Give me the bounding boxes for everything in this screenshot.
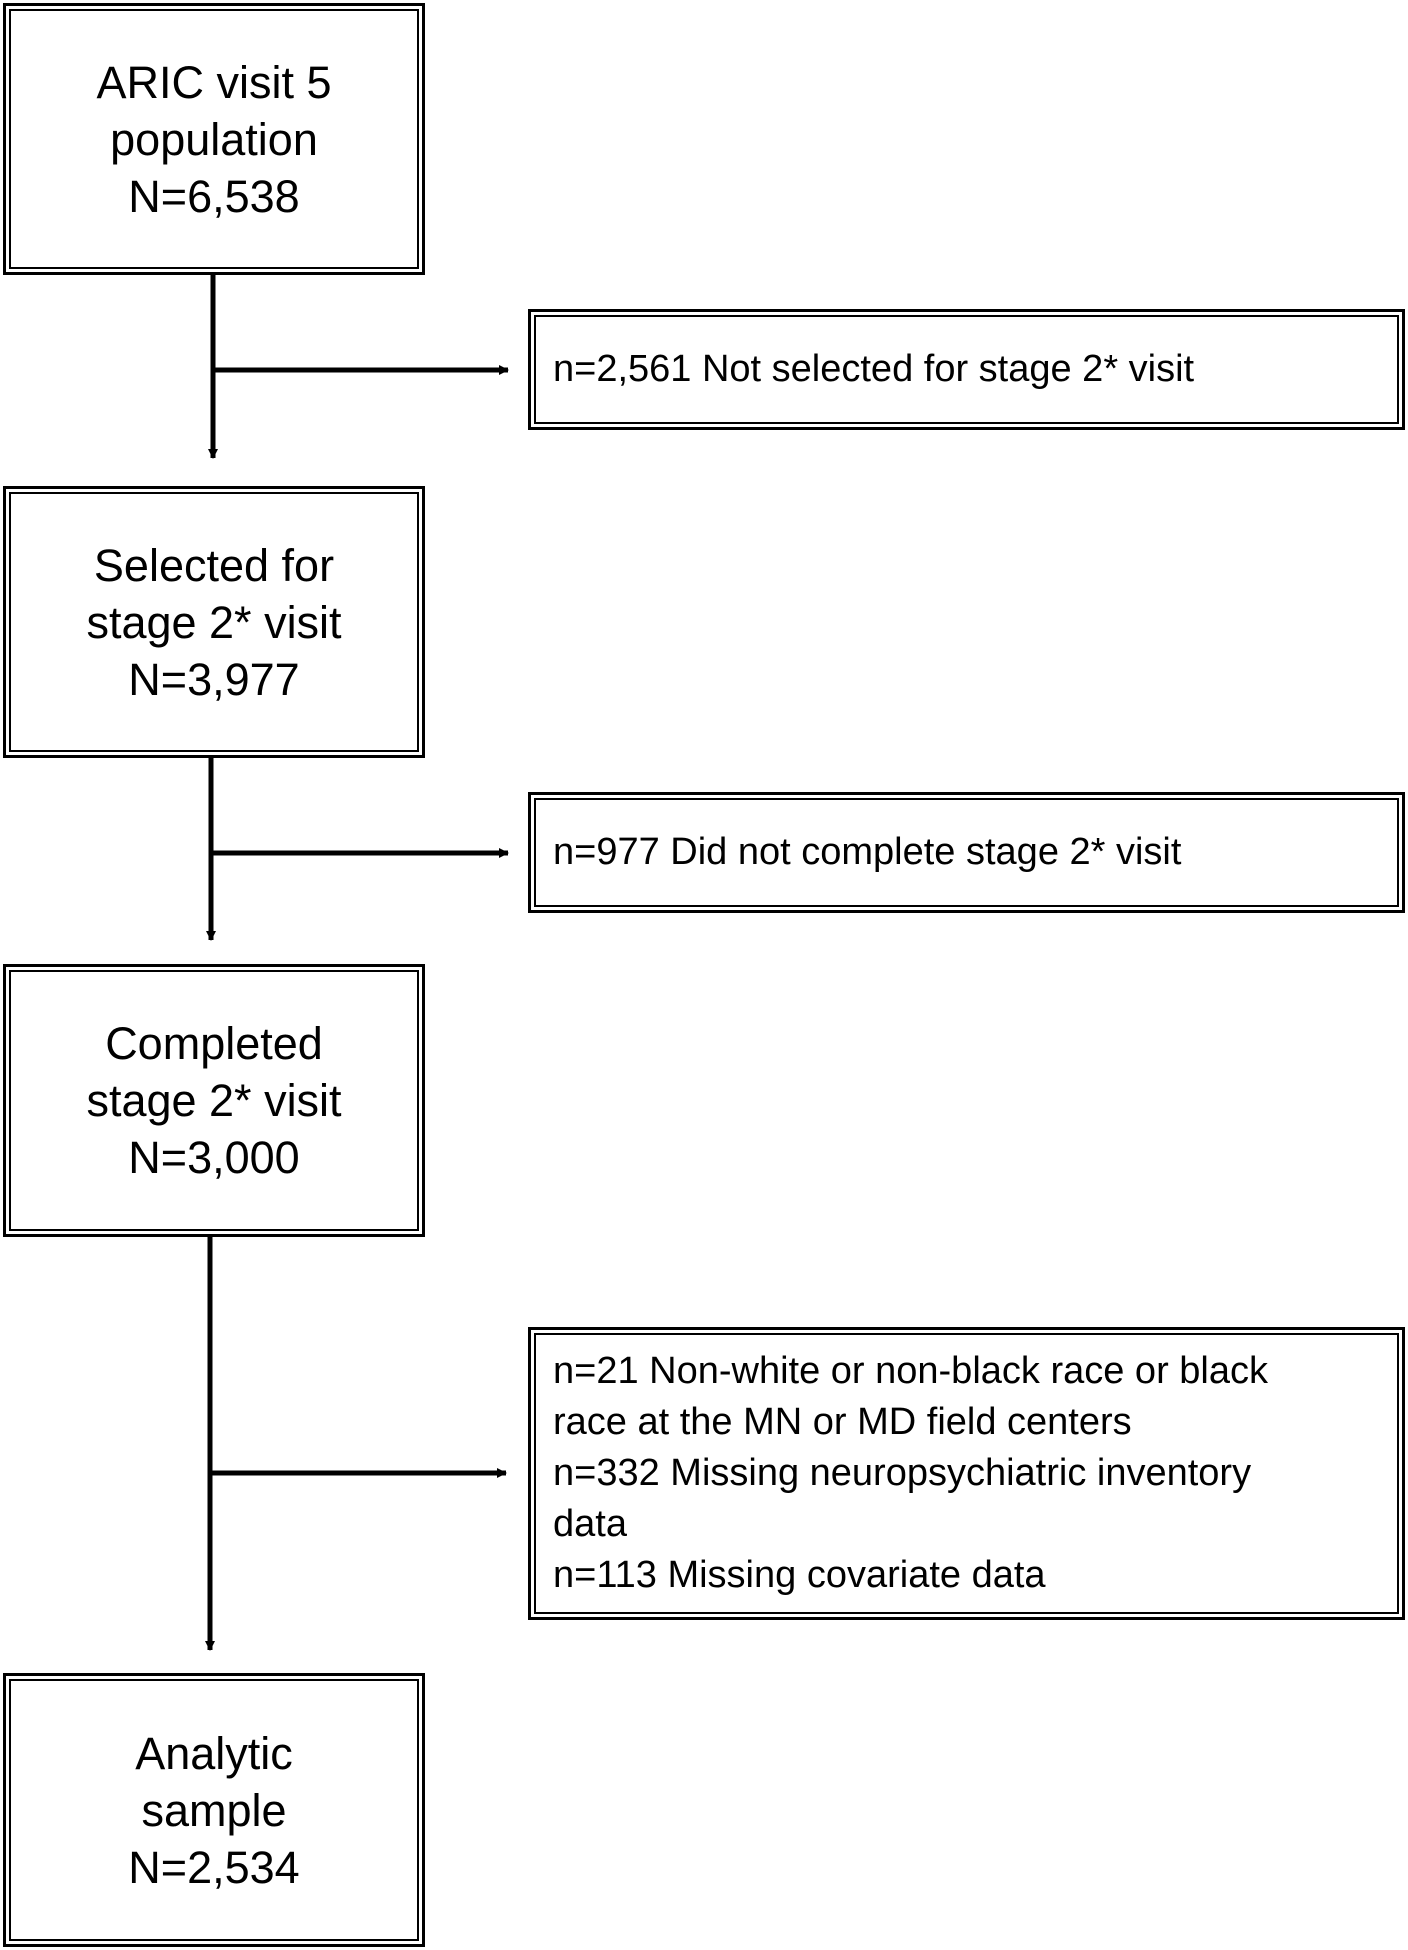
box-text: n=2,561 Not selected for stage 2* visit xyxy=(553,348,1195,390)
box-text: N=3,977 xyxy=(128,653,300,705)
box-text: sample xyxy=(141,1784,287,1836)
box-selected-stage2: Selected for stage 2* visit N=3,977 xyxy=(3,486,425,758)
box-text: ARIC visit 5 xyxy=(96,56,332,108)
box-text: stage 2* visit xyxy=(86,596,342,648)
box-text: Completed xyxy=(105,1018,323,1069)
box-text: n=113 Missing covariate data xyxy=(553,1554,1046,1596)
box-text: n=332 Missing neuropsychiatric inventory xyxy=(553,1452,1252,1494)
box-text: N=3,000 xyxy=(128,1132,300,1183)
box-exclusions: n=21 Non-white or non-black race or blac… xyxy=(528,1327,1405,1620)
box-analytic-sample: Analytic sample N=2,534 xyxy=(3,1673,425,1947)
box-completed-stage2: Completed stage 2* visit N=3,000 xyxy=(3,964,425,1237)
box-text: N=6,538 xyxy=(128,170,300,222)
box-visit5-population: ARIC visit 5 population N=6,538 xyxy=(3,3,425,275)
box-text: n=21 Non-white or non-black race or blac… xyxy=(553,1350,1268,1392)
box-not-selected: n=2,561 Not selected for stage 2* visit xyxy=(528,309,1405,430)
box-text: data xyxy=(553,1503,627,1545)
box-text: Selected for xyxy=(93,539,335,591)
box-text: N=2,534 xyxy=(128,1841,300,1893)
box-text: stage 2* visit xyxy=(86,1075,342,1126)
box-text: Analytic xyxy=(135,1727,293,1779)
box-text: n=977 Did not complete stage 2* visit xyxy=(553,831,1182,873)
box-text: population xyxy=(110,113,318,165)
box-text: race at the MN or MD field centers xyxy=(553,1401,1132,1443)
box-not-completed: n=977 Did not complete stage 2* visit xyxy=(528,792,1405,913)
